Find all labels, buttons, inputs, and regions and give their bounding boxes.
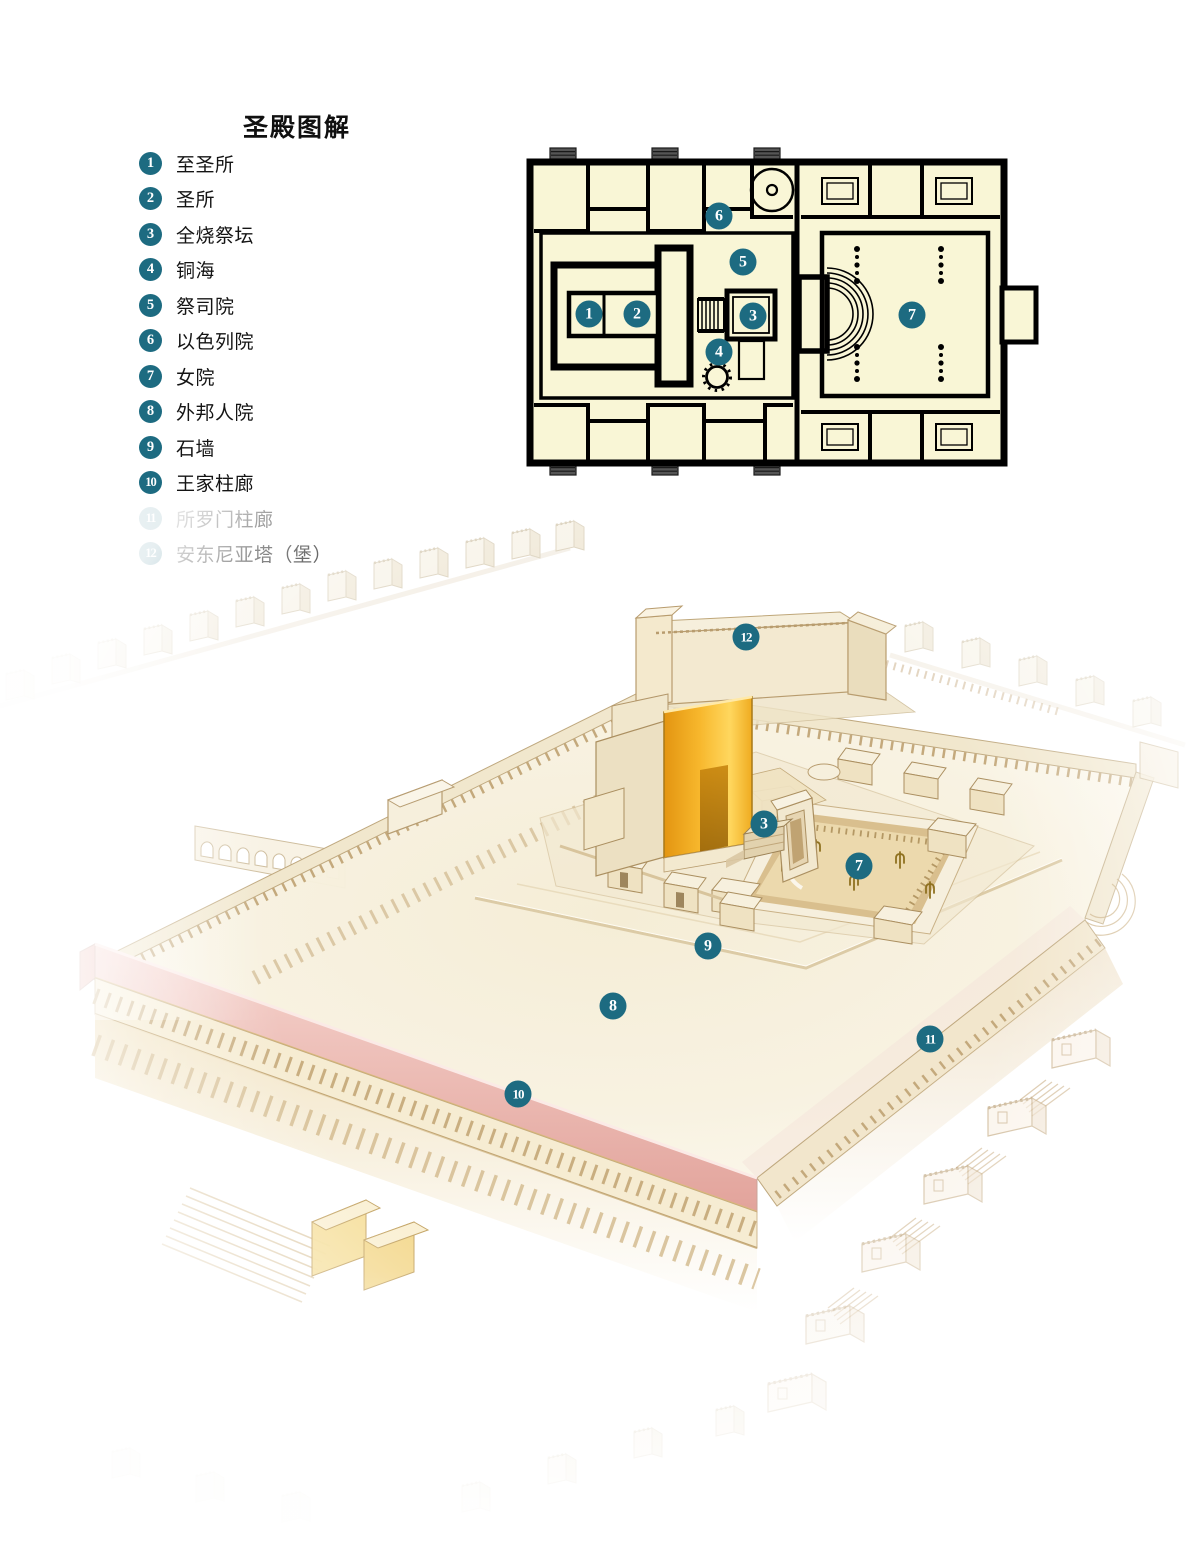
plan-marker-3: 3 xyxy=(739,302,767,330)
legend-label-6: 以色列院 xyxy=(176,331,255,353)
scene-marker-3: 3 xyxy=(750,810,778,838)
legend-label-5: 祭司院 xyxy=(176,296,235,318)
plan-marker-7: 7 xyxy=(898,301,926,329)
legend-item-2: 2 圣所 xyxy=(139,186,216,211)
legend-item-4: 4 铜海 xyxy=(139,257,216,282)
plan-altar-ramp xyxy=(737,339,766,381)
plan-marker-1: 1 xyxy=(575,300,603,328)
temple-3d-scene xyxy=(0,500,1200,1543)
legend-badge-3: 3 xyxy=(139,222,162,246)
plan-sanctuary-porch xyxy=(654,244,694,388)
scene-marker-8: 8 xyxy=(599,992,627,1020)
scene-marker-9: 9 xyxy=(694,932,722,960)
left-fade xyxy=(0,500,260,1020)
plan-semicircular-stairs xyxy=(826,267,874,361)
legend-item-9: 9 石墙 xyxy=(139,435,216,460)
plan-altar xyxy=(724,288,778,381)
scene-marker-12: 12 xyxy=(732,623,760,651)
plan-priests-court xyxy=(539,231,795,400)
plan-marker-6: 6 xyxy=(705,202,733,230)
legend-label-7: 女院 xyxy=(176,367,216,389)
legend-badge-5: 5 xyxy=(139,293,162,317)
legend-item-10: 10 王家柱廊 xyxy=(139,470,255,495)
plan-column-dots xyxy=(854,246,944,382)
legend-item-1: 1 至圣所 xyxy=(139,151,235,176)
scene-marker-11: 11 xyxy=(916,1025,944,1053)
plan-marker-2: 2 xyxy=(623,300,651,328)
plan-steps xyxy=(697,297,725,333)
legend-label-3: 全烧祭坛 xyxy=(176,225,255,247)
bottom-fade xyxy=(0,1270,1200,1543)
legend-item-7: 7 女院 xyxy=(139,364,216,389)
legend-badge-7: 7 xyxy=(139,364,162,388)
legend-label-1: 至圣所 xyxy=(176,154,235,176)
legend-badge-8: 8 xyxy=(139,399,162,423)
legend-item-8: 8 外邦人院 xyxy=(139,399,255,424)
plan-left-bands xyxy=(534,165,793,460)
plan-round-chamber-center xyxy=(765,183,779,197)
plan-marker-5: 5 xyxy=(729,248,757,276)
legend-badge-4: 4 xyxy=(139,257,162,281)
legend-label-9: 石墙 xyxy=(176,438,216,460)
page-title: 圣殿图解 xyxy=(243,115,352,142)
legend-item-6: 6 以色列院 xyxy=(139,328,255,353)
legend-badge-2: 2 xyxy=(139,186,162,210)
legend-label-8: 外邦人院 xyxy=(176,402,255,424)
legend-label-2: 圣所 xyxy=(176,189,216,211)
plan-right-bands xyxy=(801,165,1000,460)
scene-marker-7: 7 xyxy=(845,852,873,880)
plan-east-gate xyxy=(999,285,1039,345)
plan-round-chamber xyxy=(749,167,795,213)
legend-label-10: 王家柱廊 xyxy=(176,473,255,495)
scene-marker-10: 10 xyxy=(504,1080,532,1108)
legend-item-5: 5 祭司院 xyxy=(139,293,235,318)
legend-badge-10: 10 xyxy=(139,470,162,494)
legend-badge-1: 1 xyxy=(139,151,162,175)
legend-item-3: 3 全烧祭坛 xyxy=(139,222,255,247)
plan-womens-court xyxy=(819,230,991,399)
legend-badge-9: 9 xyxy=(139,435,162,459)
plan-marker-4: 4 xyxy=(705,338,733,366)
legend-badge-6: 6 xyxy=(139,328,162,352)
legend-label-4: 铜海 xyxy=(176,260,216,282)
